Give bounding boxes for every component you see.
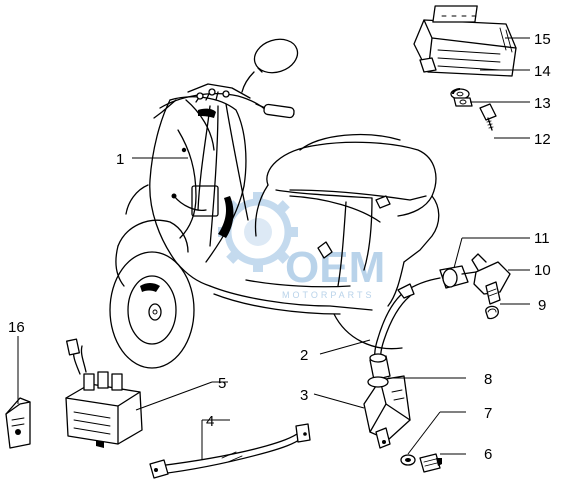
part-voltage-regulator: [413, 5, 517, 77]
watermark-tagline: MOTORPARTS: [282, 290, 375, 300]
leader-lines: [17, 37, 530, 460]
callout-12: 12: [534, 131, 551, 148]
part-washer-7: [400, 454, 416, 466]
callout-6: 6: [484, 446, 492, 463]
part-screw: [479, 103, 497, 131]
callout-8: 8: [484, 371, 492, 388]
callout-13: 13: [534, 95, 551, 112]
callout-1: 1: [116, 151, 124, 168]
part-nut: [453, 97, 473, 107]
watermark-brand: OEM: [285, 243, 385, 292]
callout-2: 2: [300, 347, 308, 364]
callout-10: 10: [534, 262, 551, 279]
scooter-drawing: [109, 38, 440, 369]
part-spark-plug-cap: [471, 253, 511, 305]
watermark: OEM MOTORPARTS: [218, 192, 385, 300]
callout-9: 9: [538, 297, 546, 314]
part-ignition-coil: [363, 375, 411, 449]
callout-15: 15: [534, 31, 551, 48]
callout-16: 16: [8, 319, 25, 336]
callout-14: 14: [534, 63, 551, 80]
part-screw-6: [419, 453, 442, 473]
callout-labels: 15 14 13 12 1 11 10 9 2 8 3 7 6 5 4 16: [8, 31, 551, 463]
part-cable-connector: [403, 265, 477, 293]
callout-7: 7: [484, 405, 492, 422]
callout-3: 3: [300, 387, 308, 404]
callout-4: 4: [206, 413, 214, 430]
part-cdi-unit: [65, 338, 143, 448]
part-coil-boot: [369, 353, 391, 381]
part-cable-sheath: [149, 423, 311, 479]
part-spring-clip: [485, 305, 499, 320]
callout-5: 5: [218, 375, 226, 392]
part-decal: [5, 397, 31, 449]
callout-11: 11: [534, 230, 550, 247]
